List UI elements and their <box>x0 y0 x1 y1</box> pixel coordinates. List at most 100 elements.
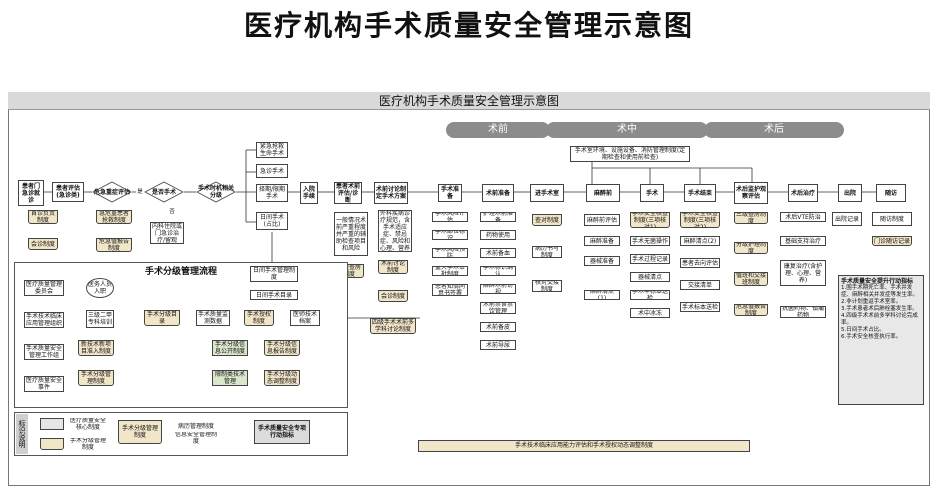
step-surgery-end: 手术结束 <box>684 184 716 202</box>
preprep-8: 术前导尿 <box>480 340 516 350</box>
sp-8: 医师技术档案 <box>290 310 320 326</box>
step-surgery: 手术 <box>640 184 664 202</box>
send-1: 手术安全核查制度(三项核对2) <box>680 212 720 228</box>
sp-3: 手术技术临床应用管理组织 <box>24 312 64 328</box>
label-yes: 是 <box>136 188 144 196</box>
surg-6: 术中冰冻 <box>630 308 670 318</box>
sp-6: 手术分级目录 <box>144 310 180 326</box>
surg-2: 手术无菌操作 <box>630 236 670 246</box>
doc-mdt-plan: 四级手术术前多学科讨论制度 <box>370 318 416 334</box>
anes-4: 麻醉清点(1) <box>584 290 620 300</box>
note-line-2: 2.非计划重返手术室率。 <box>841 299 902 305</box>
step-preop-discussion: 术前讨论制定手术方案 <box>374 182 408 204</box>
step-follow-up: 随访 <box>876 184 906 202</box>
legend-label-3: 手术分级管理制度 <box>118 420 162 444</box>
sp-9: 手术质量监测数据 <box>196 310 230 326</box>
preprep-7: 术前备皮 <box>480 322 516 332</box>
sp-11: 手术分级管理制度 <box>78 370 114 386</box>
sp-10: 新技术新项目准入制度 <box>78 340 114 356</box>
day-surgery: 日间手术(占比) <box>256 212 288 230</box>
legend-swatch-1 <box>40 418 64 430</box>
decision-critical-assessment: 危急重症评估 <box>92 181 132 203</box>
posttx-1: 术后VTE防治 <box>780 212 826 222</box>
emergency-surgery: 急诊手术 <box>256 164 288 178</box>
post-4: 危急值报告制度 <box>734 304 768 316</box>
sp-17: 日间手术管理制度 <box>250 266 298 282</box>
send-2: 麻醉清点(2) <box>680 236 720 246</box>
sp-18: 限制类技术管理 <box>212 370 248 386</box>
sp-7: 手术授权制度 <box>244 310 274 326</box>
note-line-6: 6.手术安全核查执行率。 <box>841 334 902 340</box>
preprep-5: 麻醉术前访视 <box>480 284 516 294</box>
emergency-rescue-surgery: 紧急抢救生命手术 <box>256 142 288 158</box>
step-pre-anesthesia: 麻醉前 <box>586 184 620 202</box>
surgprep-5: 患者知情同意书签署 <box>432 284 468 296</box>
preprep-1: 护理术前准备 <box>480 212 516 222</box>
note-line-5: 5.日间手术占比。 <box>841 327 885 333</box>
subpanel-title: 手术分级管理流程 <box>144 267 217 277</box>
doc-emergency-rescue: 急危重患者抢救制度 <box>96 210 132 224</box>
note-line-3: 3.手术患者术后肺栓塞发生率。 <box>841 306 918 312</box>
anes-1: 麻醉前评估 <box>584 214 620 226</box>
label-no: 否 <box>168 208 176 216</box>
follow-up-record: 门诊随访记录 <box>872 236 912 246</box>
posttx-4: 抗菌药物、镇痛药物 <box>780 306 826 318</box>
step-preop-assessment: 患者术前评估/诊断 <box>334 182 362 204</box>
stage-intraop: 术中 <box>546 122 708 138</box>
send-5: 手术标本送检 <box>680 302 720 312</box>
sp-4: 三级二甲专科培训 <box>86 310 114 328</box>
sp-16: 日间手术目录 <box>250 290 298 300</box>
daycare-observation: 内科住院或门急诊治疗/留观 <box>150 222 184 244</box>
anes-3: 器械准备 <box>584 256 620 266</box>
sp-13: 手术分级动态调整制度 <box>264 370 300 386</box>
sp-12: 手术分级信息公开制度 <box>212 340 248 356</box>
sp-15: 医疗质量安全事件 <box>24 376 64 392</box>
admission: 入院手续 <box>300 182 318 204</box>
doc-consultation: 会诊制度 <box>28 238 58 250</box>
preprep-3: 术前备血 <box>480 248 516 258</box>
step-discharge: 出院 <box>838 184 862 202</box>
surg-1: 手术安全核查制度(三项核对1) <box>630 212 670 228</box>
note-line-4: 4.四级手术术前多学科讨论完成率。 <box>841 313 918 326</box>
page-title: 医疗机构手术质量安全管理示意图 <box>243 9 694 42</box>
surgprep-4: 重大手术审批制度 <box>432 266 468 276</box>
post-2: 分级护理制度 <box>734 242 768 254</box>
legend-label-4: 病历管理制度 <box>174 420 218 432</box>
discharge-record: 出院记录 <box>832 212 862 226</box>
doc-mdt: 一般情况术前严重程度并严重的辅助检查项目和风险 <box>334 212 368 256</box>
preprep-6: 术前禁食禁饮管理 <box>480 302 516 314</box>
ordoc-2: 病历书写制度 <box>532 246 562 258</box>
note-line-1: 1.围手术期死亡率、手术并发症、麻醉相关并发症等发生率。 <box>841 285 919 298</box>
legend-swatch-2 <box>40 438 64 450</box>
elective-surgery: 择期/限期手术 <box>256 184 288 202</box>
surg-5: 手术中标本送检 <box>630 290 670 300</box>
send-3: 患者去向评估 <box>680 258 720 268</box>
posttx-2: 基础支持治疗 <box>780 236 826 246</box>
step-postop-monitoring: 术后监护观察评估 <box>734 182 768 204</box>
start-patient-visit: 患者门急诊就诊 <box>18 180 44 206</box>
step-patient-assessment: 患者评估(急诊类) <box>52 182 84 202</box>
doc-preop-discussion: 术前讨论制度 <box>378 260 408 274</box>
preprep-4: 手术标识确认 <box>480 266 516 276</box>
sp-5: 手术质量安全管理工作组 <box>24 344 64 360</box>
note-title: 手术质量安全提升行动指标 <box>841 278 914 285</box>
surg-3: 手术过程记录 <box>630 254 670 264</box>
sp-1: 医疗质量管理委员会 <box>24 280 64 296</box>
posttx-3: 康复治疗(含护理、心理、营养) <box>780 260 826 286</box>
decision-surgery-needed: 是否手术 <box>144 181 184 203</box>
preprep-2: 药物使用 <box>480 230 516 240</box>
stage-preop: 术前 <box>446 122 550 138</box>
bottom-policy-bar: 手术技术临床应用能力评估和手术授权动态调整制度 <box>418 440 750 452</box>
surg-4: 器械清点 <box>630 272 670 282</box>
action-indicator-note: 手术质量安全提升行动指标 1.围手术期死亡率、手术并发症、麻醉相关并发症等发生率… <box>838 275 924 405</box>
step-enter-or: 进手术室 <box>530 184 564 202</box>
ordoc-3: 核对交接制度 <box>532 280 562 292</box>
doc-critical-value: 危急值报告制度 <box>96 238 132 252</box>
or-environment-policy: 手术室环境、设施设备、消防管理制度(定期检查和使用前检查) <box>570 146 690 162</box>
grading-subpanel <box>14 262 348 408</box>
sp-2: 医务人员入职 <box>86 278 114 298</box>
legend-label-1: 医疗质量安全核心制度 <box>68 418 108 430</box>
post-3: 值班和交接班制度 <box>734 272 768 286</box>
sp-14: 手术分级信息报告制度 <box>264 340 300 356</box>
follow-up-policy: 随访制度 <box>872 212 912 226</box>
